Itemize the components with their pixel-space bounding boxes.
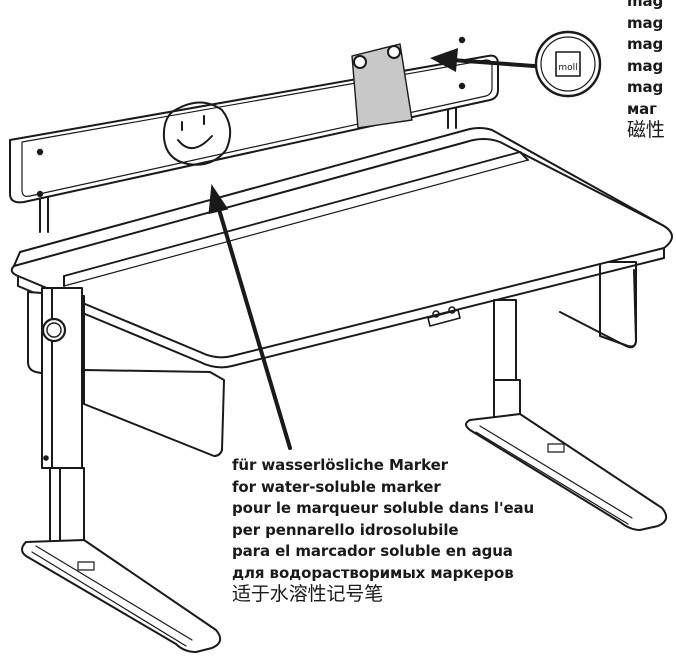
marker-label-list: für wasserlösliche Marker for water-solu…	[232, 455, 534, 606]
magnet-label: mag	[627, 13, 664, 32]
arrow-to-magnet-sheet	[430, 48, 536, 72]
control-knob	[432, 310, 440, 318]
magnet-label: mag	[627, 35, 664, 53]
height-knob	[41, 317, 67, 343]
marker-label: 适于水溶性记号笔	[232, 583, 384, 605]
magnet-label: mag	[627, 56, 664, 75]
magnet-pin	[387, 45, 401, 59]
tabletop	[10, 127, 673, 369]
front-leg-right	[83, 269, 668, 531]
front-leg-left	[21, 287, 222, 653]
magnet-label: 磁性	[627, 119, 665, 141]
marker-label: pour le marqueur soluble dans l'eau	[232, 499, 535, 517]
screw-hole	[458, 36, 466, 44]
marker-label: para el marcador soluble en agua	[232, 542, 513, 560]
screw-hole	[36, 148, 44, 156]
arrow-to-writing-board	[208, 184, 292, 450]
magnetic-note-sheet	[351, 43, 413, 129]
magnet-label: mag	[627, 0, 664, 10]
magnet-label: mag	[627, 78, 664, 96]
moll-logo-text: moll	[558, 63, 577, 73]
marker-label: für wasserlösliche Marker	[232, 456, 448, 474]
screw-hole	[36, 190, 44, 198]
marker-label: для водорастворимых маркеров	[232, 563, 514, 582]
marker-label: per pennarello idrosolubile	[232, 520, 459, 539]
marker-label: for water-soluble marker	[232, 477, 441, 496]
backboard	[9, 36, 499, 204]
screw-hole	[458, 82, 466, 90]
moll-magnet-button: moll	[534, 30, 602, 98]
smiley-doodle	[162, 101, 232, 166]
control-knob	[448, 306, 456, 314]
magnet-label-list: mag mag mag mag mag маг 磁性	[627, 0, 665, 142]
magnet-pin	[353, 55, 367, 69]
height-adjust-controls	[427, 306, 461, 327]
magnet-label: маг	[627, 99, 657, 118]
